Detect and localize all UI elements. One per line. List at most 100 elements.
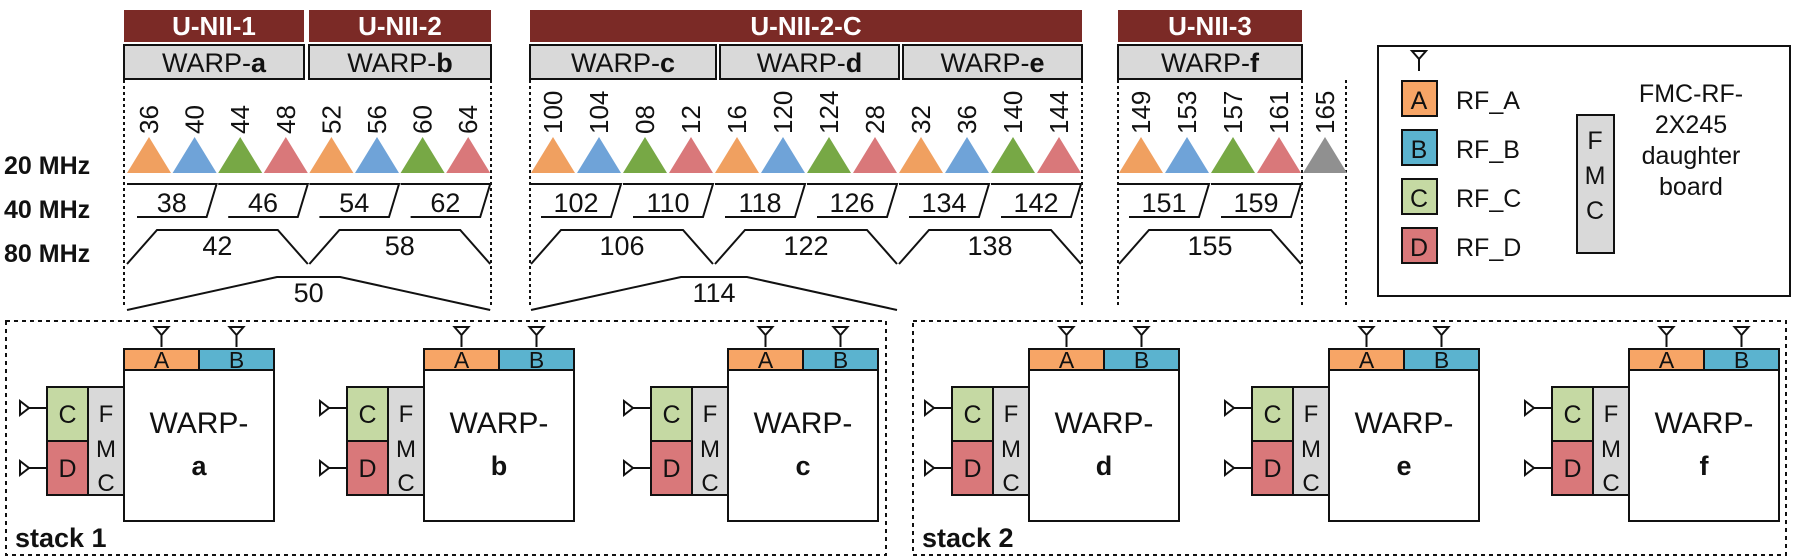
- rf-d-label: D: [662, 455, 680, 483]
- warp-board-name: WARP-: [754, 407, 853, 440]
- rf-b-module: [1103, 348, 1180, 371]
- rf-b-module: [198, 348, 275, 371]
- channel-20mhz-triangle: [1303, 137, 1347, 173]
- row-label-40mhz: 40 MHz: [4, 196, 90, 224]
- channel-20mhz-triangle: [715, 137, 759, 173]
- channel-20mhz-triangle: [1037, 137, 1081, 173]
- rf-c-label: C: [963, 401, 981, 429]
- channel-20mhz-triangle: [945, 137, 989, 173]
- channel-20mhz-triangle: [761, 137, 805, 173]
- channel-80mhz-label: 155: [1187, 231, 1232, 261]
- channel-20mhz-label: 36: [134, 105, 164, 134]
- channel-20mhz-triangle: [218, 137, 263, 173]
- fmc-letter: M: [1601, 436, 1621, 463]
- fmc-letter: F: [1004, 401, 1019, 428]
- antenna-icon: [924, 398, 952, 418]
- rf-d-module: [346, 440, 389, 496]
- channel-20mhz-label: 08: [630, 105, 660, 134]
- channel-20mhz-label: 36: [952, 105, 982, 134]
- channel-20mhz-triangle: [1211, 137, 1255, 173]
- legend-swatch-letter: B: [1411, 136, 1428, 164]
- antenna-icon: [1409, 50, 1429, 71]
- channel-20mhz-label: 48: [271, 105, 301, 134]
- channel-40mhz-label: 159: [1233, 188, 1278, 218]
- rf-c-label: C: [358, 401, 376, 429]
- rf-c-label: C: [1263, 401, 1281, 429]
- channel-20mhz-label: 165: [1310, 91, 1340, 134]
- channel-20mhz-label: 144: [1044, 91, 1074, 134]
- channel-20mhz-label: 140: [998, 91, 1028, 134]
- rf-c-module: [650, 386, 693, 442]
- rf-b-label: B: [1134, 347, 1149, 373]
- channel-40mhz-label: 62: [430, 188, 460, 218]
- legend-fmc-letter: F: [1587, 127, 1602, 155]
- channel-80mhz-label: 106: [599, 231, 644, 261]
- fmc-letter: M: [1001, 436, 1021, 463]
- antenna-icon: [1132, 326, 1151, 347]
- warp-board-name: WARP-: [450, 407, 549, 440]
- channel-80mhz-label: 58: [385, 231, 415, 261]
- rf-d-label: D: [963, 455, 981, 483]
- warp-header-label: WARP-f: [1161, 48, 1260, 78]
- rf-c-label: C: [1563, 401, 1581, 429]
- legend-swatch: [1401, 129, 1438, 166]
- rf-b-label: B: [529, 347, 544, 373]
- fmc-module: [387, 386, 425, 496]
- antenna-icon: [623, 458, 651, 478]
- antenna-icon: [1657, 326, 1676, 347]
- channel-40mhz-label: 102: [553, 188, 598, 218]
- antenna-icon: [924, 458, 952, 478]
- channel-40mhz-shape: [218, 183, 310, 218]
- legend-swatch: [1401, 80, 1438, 117]
- warp-header-label: WARP-a: [162, 48, 267, 78]
- channel-20mhz-triangle: [1165, 137, 1209, 173]
- stack-box: [912, 320, 1787, 556]
- rf-d-module: [951, 440, 994, 496]
- channel-20mhz-triangle: [263, 137, 308, 173]
- fmc-letter: C: [1302, 470, 1319, 497]
- channel-40mhz-shape: [899, 183, 991, 218]
- rf-b-label: B: [833, 347, 848, 373]
- channel-40mhz-label: 38: [157, 188, 187, 218]
- channel-80mhz-shape: [126, 229, 309, 265]
- legend-item-label: RF_C: [1456, 185, 1521, 213]
- rf-b-module: [1703, 348, 1780, 371]
- legend-fmc-description: daughter: [1642, 142, 1741, 170]
- channel-20mhz-triangle: [400, 137, 445, 173]
- channel-160mhz-shape: [530, 276, 898, 311]
- antenna-icon: [1224, 398, 1252, 418]
- channel-20mhz-label: 52: [316, 105, 346, 134]
- channel-20mhz-triangle: [309, 137, 354, 173]
- channel-40mhz-shape: [127, 183, 218, 218]
- fmc-letter: F: [1604, 401, 1619, 428]
- warp-board-name: WARP-: [1055, 407, 1154, 440]
- channel-80mhz-label: 138: [967, 231, 1012, 261]
- fmc-letter: M: [1301, 436, 1321, 463]
- channel-80mhz-shape: [530, 229, 714, 265]
- rf-d-module: [1551, 440, 1594, 496]
- fmc-letter: C: [397, 470, 414, 497]
- antenna-icon: [756, 326, 775, 347]
- rf-b-module: [1403, 348, 1480, 371]
- rf-b-module: [498, 348, 575, 371]
- band-header-label: U-NII-3: [1168, 11, 1252, 41]
- channel-40mhz-label: 142: [1013, 188, 1058, 218]
- channel-20mhz-triangle: [1257, 137, 1301, 173]
- legend-swatch-letter: C: [1410, 185, 1428, 213]
- warp-board-letter: e: [1396, 451, 1411, 481]
- channel-20mhz-label: 12: [676, 105, 706, 134]
- row-label-20mhz: 20 MHz: [4, 152, 90, 180]
- channel-40mhz-shape: [807, 183, 899, 218]
- channel-40mhz-label: 134: [921, 188, 966, 218]
- channel-40mhz-label: 54: [339, 188, 369, 218]
- legend-swatch: [1401, 227, 1438, 264]
- rf-b-label: B: [229, 347, 244, 373]
- legend-swatch: [1401, 178, 1438, 215]
- antenna-icon: [319, 398, 347, 418]
- channel-20mhz-triangle: [127, 137, 171, 173]
- antenna-icon: [227, 326, 246, 347]
- fmc-letter: M: [700, 436, 720, 463]
